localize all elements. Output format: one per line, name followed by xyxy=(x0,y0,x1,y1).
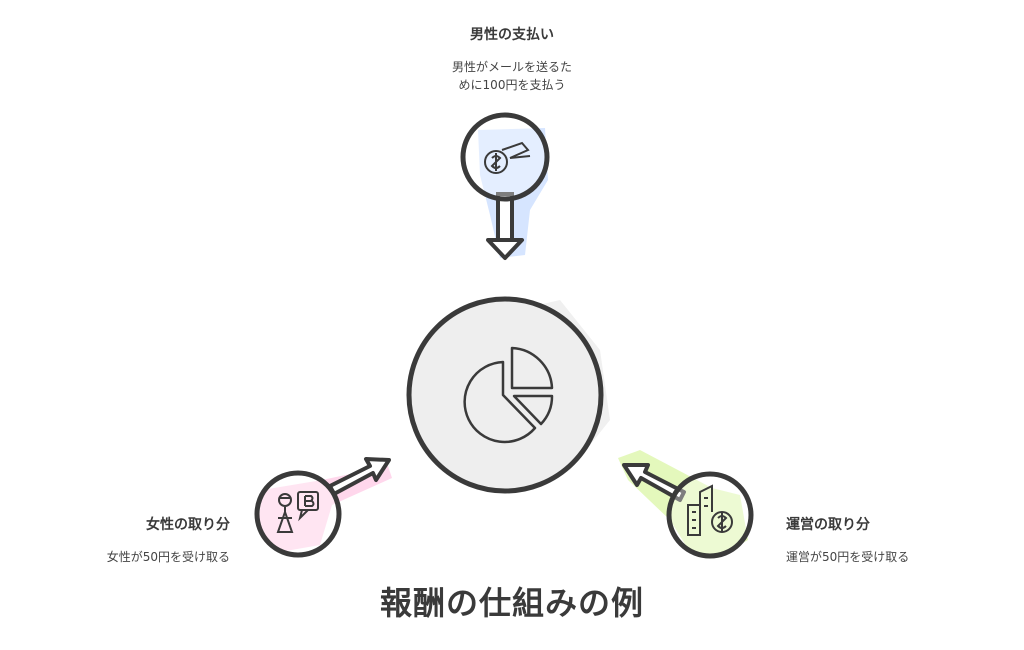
center-hub xyxy=(406,296,610,494)
woman-coin-icon xyxy=(276,491,319,533)
top-arrow-head xyxy=(486,238,524,260)
pie-chart-icon xyxy=(463,346,554,444)
left-node-description: 女性が50円を受け取る xyxy=(106,550,230,564)
diagram-title: 報酬の仕組みの例 xyxy=(379,584,644,622)
top-node xyxy=(460,112,550,260)
left-node-title: 女性の取り分 xyxy=(146,517,230,533)
top-node-description: 男性がメールを送るた めに100円を支払う xyxy=(451,60,572,92)
hand-coin-icon xyxy=(484,141,531,174)
left-node xyxy=(254,457,392,558)
right-node-title: 運営の取り分 xyxy=(786,517,870,533)
left-arrow xyxy=(328,457,391,496)
right-node xyxy=(618,450,754,559)
right-node-description: 運営が50円を受け取る xyxy=(786,550,910,564)
center-circle xyxy=(406,296,604,494)
building-coin-icon xyxy=(687,484,733,536)
top-node-title: 男性の支払い xyxy=(470,27,554,43)
left-circle xyxy=(254,470,342,558)
